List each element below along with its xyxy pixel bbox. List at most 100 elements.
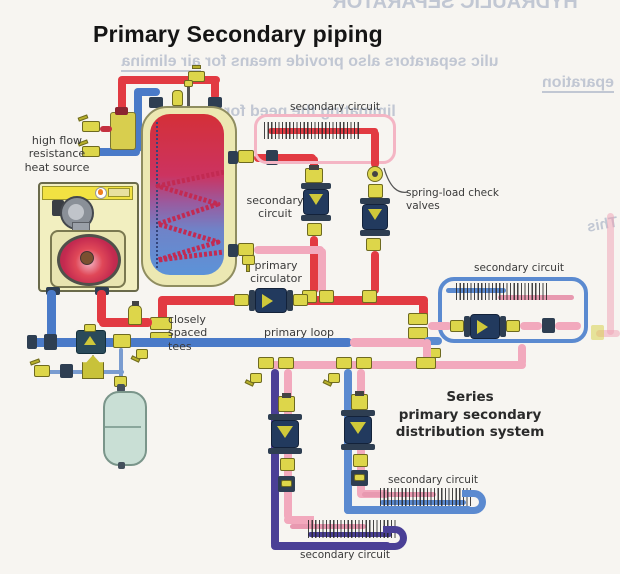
bleedthrough-line2a: ulic separators also provide means for <box>200 53 499 70</box>
temp-sensor <box>187 84 190 106</box>
sc-right-supply-c <box>555 322 581 330</box>
lower-tee-2a <box>336 357 352 369</box>
union-drop2-band <box>354 474 365 481</box>
zone-valve-sc1-top <box>309 165 319 170</box>
circulator1-flange-top <box>301 183 331 189</box>
drop1-return <box>271 369 279 548</box>
ball-valve-left-upper <box>82 121 100 132</box>
right-tee-upper <box>408 313 428 325</box>
bleedthrough-header-text: HYDRAULIC SEPARATOR <box>332 0 578 13</box>
tank-top-flange-blue <box>149 97 163 108</box>
faint-right-valve <box>591 325 604 340</box>
tank-right-valve-upper <box>238 150 254 163</box>
ball-valve-scr-right <box>506 320 520 332</box>
purge-valve-drop2 <box>328 373 340 383</box>
spring-check-leader-line <box>383 167 409 194</box>
pipe-sc1-riser <box>310 236 318 294</box>
secondary-circuit-label-bottom: secondary circuit <box>300 549 390 561</box>
boiler-supply-drop <box>97 290 106 324</box>
zone-valve-drop2 <box>351 394 368 410</box>
circulator5-impeller <box>477 320 488 334</box>
burner-head <box>80 251 94 265</box>
air-vent <box>172 90 183 106</box>
lower-rail <box>262 361 526 369</box>
spring-check-label: spring-load check valves <box>406 187 499 212</box>
baseboard-radiator-2 <box>308 520 398 538</box>
purge-valve-tees <box>136 349 148 359</box>
rail-tee-expansion <box>113 334 131 348</box>
lower-tee-1a <box>258 357 274 369</box>
baseboard-radiator-3 <box>380 488 472 506</box>
ball-valve-drop1 <box>280 458 295 471</box>
ball-valve-top-lever <box>192 65 201 69</box>
temp-sensor-cap <box>184 80 193 87</box>
sc2-return-run <box>271 542 391 550</box>
heat-source-label: high flow resistance heat source <box>24 134 90 174</box>
pipe-blue-horizontal <box>96 148 140 156</box>
circulator2-flange-top <box>360 198 390 204</box>
pipe-top-red-right-drop <box>211 78 219 100</box>
circulator3-impeller <box>277 426 293 438</box>
tank-right-flange-upper <box>228 151 238 164</box>
circulator5-flange-left <box>464 316 470 337</box>
boiler-vent-slot <box>108 188 130 197</box>
circulator4-impeller <box>350 422 366 434</box>
zone-valve-drop1-top <box>282 393 291 398</box>
series-system-label: Series primary secondary distribution sy… <box>395 389 545 441</box>
diverter-valve-port <box>84 336 96 345</box>
bleedthrough-line3: eparation <box>0 74 614 93</box>
right-tee-lower <box>408 327 428 339</box>
tank-top-flange-red <box>208 97 222 108</box>
ball-valve-drop2 <box>353 454 368 467</box>
baseboard-radiator-1 <box>264 122 360 139</box>
primary-loop-return-faded <box>350 338 428 347</box>
air-separator <box>128 305 142 325</box>
secondary-circuit-label-top: secondary circuit <box>290 101 380 113</box>
diverter-valve-cap <box>84 324 96 332</box>
lower-rail-right-riser <box>518 344 526 366</box>
fill-hose-bib <box>34 365 50 377</box>
faint-right-pipe <box>607 213 614 335</box>
zone-valve-sc1 <box>305 168 323 183</box>
air-separator-cap <box>132 301 139 306</box>
pipe-tank-lower-right <box>254 246 324 254</box>
expansion-tank <box>103 391 147 466</box>
bleedthrough-header: HYDRAULIC SEPARATOR <box>290 0 620 14</box>
expansion-tank-nipple-top <box>117 384 125 392</box>
sc3-uturn <box>462 490 486 514</box>
union-drop1-band <box>281 480 292 487</box>
sc2-supply-elbow <box>284 516 314 524</box>
primary-loop-right-elbow <box>419 299 428 318</box>
expansion-tank-line <box>119 348 123 390</box>
expansion-tank-nipple-bottom <box>118 462 125 469</box>
primary-circulator-impeller <box>262 294 273 308</box>
pipe-valve-stub <box>100 126 112 132</box>
circulator1-impeller <box>309 194 323 205</box>
expansion-tank-seam <box>105 426 141 428</box>
tank-dip-tube <box>156 122 158 268</box>
primary-loop-label: primary loop <box>264 326 335 339</box>
secondary-circuit-label-mid-bottom: secondary circuit <box>388 474 478 486</box>
fill-line <box>38 370 124 374</box>
lower-tee-2b <box>356 357 372 369</box>
tank-heat-exchanger-coil <box>155 170 224 263</box>
zone-valve-drop1 <box>278 396 295 412</box>
pipe-top-red-left-drop <box>118 78 126 116</box>
ball-valve-left-lower <box>82 146 100 157</box>
faint-right-stub <box>596 330 620 337</box>
bleedthrough-line2: ulic separators also provide means for a… <box>0 53 620 72</box>
sc-right-supply-a <box>428 322 452 330</box>
zone-valve-cv1 <box>368 184 383 198</box>
ball-valve-scr-left <box>450 320 464 332</box>
circulator4-flange-top <box>341 410 375 416</box>
bleedthrough-this-text: This <box>585 213 620 236</box>
fill-union <box>60 364 73 378</box>
sc-right-supply-b <box>520 322 542 330</box>
mixing-valve-3way <box>110 112 136 150</box>
closely-spaced-tees-label: closely spaced tees <box>168 313 208 353</box>
ball-valve-cv1-bottom <box>366 238 381 251</box>
sc-right-loop <box>438 277 588 343</box>
circulator2-flange-bottom <box>360 230 390 236</box>
secondary-circuit-label-left: secondary circuit <box>246 194 304 221</box>
boiler-return-drop <box>47 290 56 344</box>
